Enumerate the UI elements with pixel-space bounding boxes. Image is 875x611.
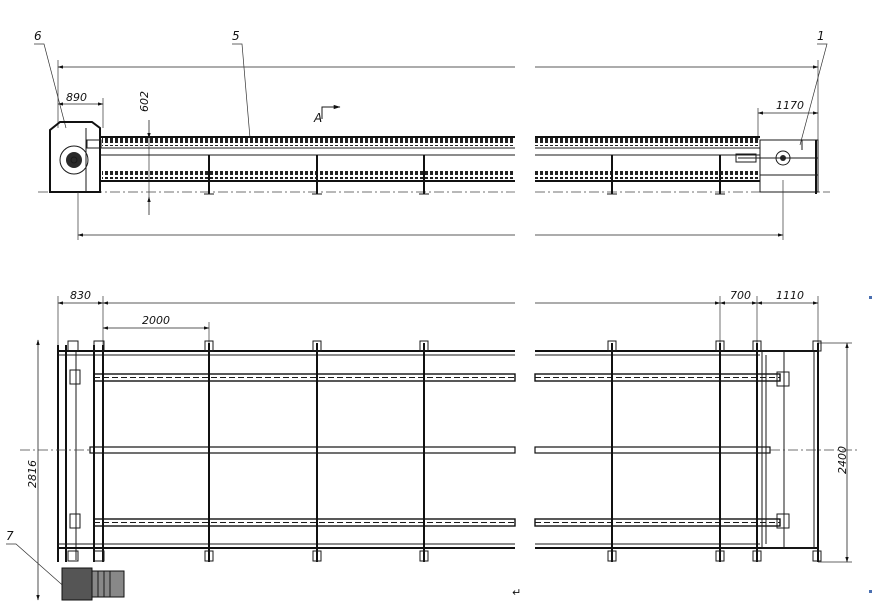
- dim-2816-text: 2816: [26, 460, 39, 488]
- dim-1110-text: 1110: [776, 289, 804, 302]
- plan-view: 830 700 1110 2000 2816 2400: [6, 289, 860, 601]
- drive-motor: [61, 567, 125, 601]
- conveyor-side-left: [100, 136, 515, 182]
- dim-1170-text: 1170: [776, 99, 804, 112]
- side-view: 890 602 1170 6 5 1 A: [34, 29, 830, 240]
- side-legs: [204, 155, 725, 195]
- dim-602-text: 602: [138, 91, 151, 112]
- left-drive-housing: [49, 121, 102, 193]
- dim-830-text: 830: [70, 289, 91, 302]
- dim-2400-text: 2400: [836, 446, 849, 474]
- right-tail-section: [735, 139, 819, 194]
- edge-marker-top: [869, 296, 872, 299]
- label-part-1: 1: [817, 29, 825, 43]
- edge-marker-bottom: [869, 590, 872, 593]
- dim-2000-text: 2000: [142, 314, 170, 327]
- dim-700-text: 700: [730, 289, 751, 302]
- label-part-5: 5: [232, 29, 240, 43]
- label-part-7: 7: [6, 529, 14, 543]
- label-part-6: 6: [34, 29, 42, 43]
- conveyor-side-right: [535, 136, 760, 182]
- dim-890-text: 890: [66, 91, 87, 104]
- section-a-arrow: [321, 104, 341, 119]
- return-mark: ↵: [512, 586, 521, 599]
- plan-frame-left: [57, 340, 516, 562]
- plan-frame-right: [534, 340, 822, 562]
- section-a-label: A: [313, 111, 322, 125]
